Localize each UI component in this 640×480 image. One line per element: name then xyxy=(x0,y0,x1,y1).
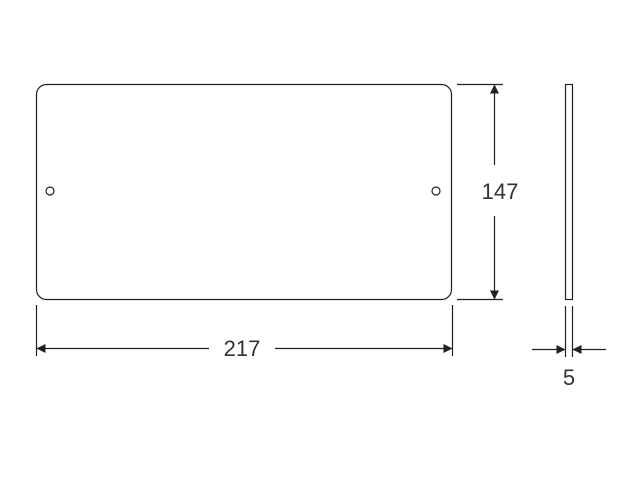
mounting-hole-left xyxy=(45,186,55,196)
mounting-hole-right xyxy=(431,186,441,196)
thickness-label: 5 xyxy=(563,365,575,390)
height-label: 147 xyxy=(482,179,519,204)
plate-side-view xyxy=(564,83,574,301)
width-label: 217 xyxy=(224,336,261,361)
height-dimension xyxy=(457,83,503,301)
plate-front-view xyxy=(35,83,453,301)
width-dimension xyxy=(35,305,454,356)
thickness-dimension xyxy=(532,306,606,357)
